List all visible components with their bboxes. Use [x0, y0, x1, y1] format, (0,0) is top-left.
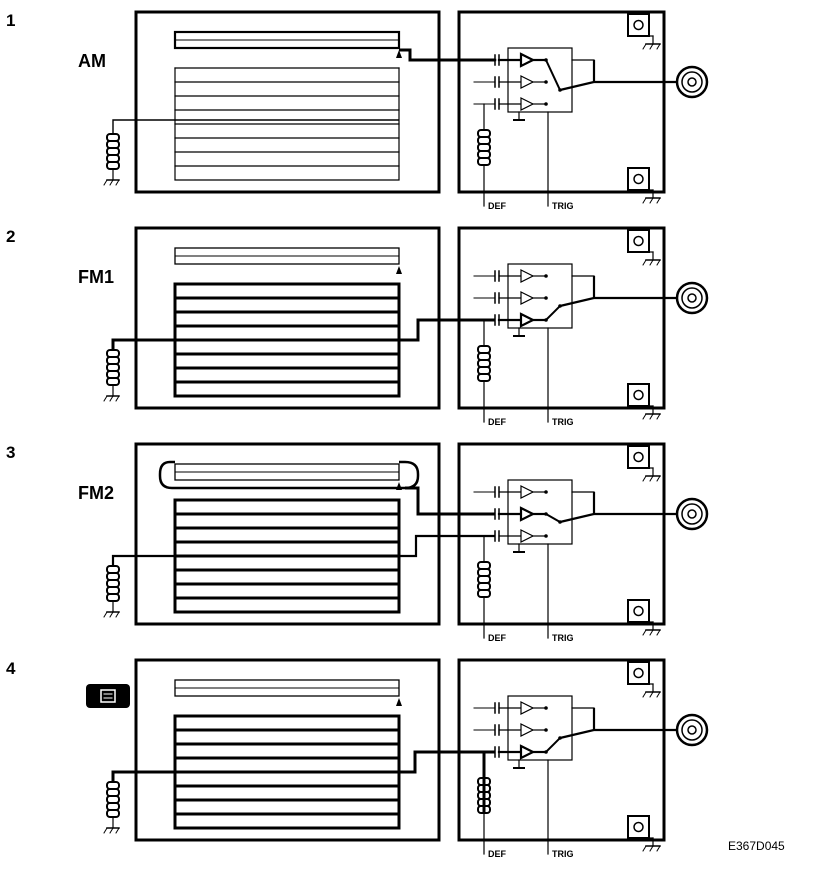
amp-triangle-icon [519, 744, 536, 760]
coax-connector-icon [675, 713, 709, 747]
amp-module [507, 263, 573, 329]
panel-1: 1AM DEF TRIG [6, 10, 709, 211]
amp-triangle-icon [520, 97, 535, 111]
signal-path [111, 318, 495, 350]
trig-label: TRIG [552, 633, 574, 643]
terminal-top [627, 445, 661, 482]
amplifier-unit: DEF TRIG [457, 442, 682, 643]
def-label: DEF [488, 633, 507, 643]
coax-connector-icon [675, 497, 709, 531]
choke-coil-icon [103, 565, 120, 618]
terminal-bottom [627, 383, 661, 420]
amp-triangle-icon [520, 723, 535, 737]
ground-icon [642, 467, 661, 482]
mode-label: AM [78, 51, 106, 71]
amp-triangle-icon [520, 529, 535, 543]
rear-window [134, 442, 441, 626]
coax-connector-icon [675, 65, 709, 99]
figure-code: E367D045 [728, 839, 785, 853]
rear-window [134, 658, 441, 842]
terminal-bottom [627, 815, 661, 852]
defogger-grid [174, 67, 400, 181]
choke-coil-icon [103, 133, 120, 186]
choke-coil-icon [103, 349, 120, 402]
amp-triangle-icon [519, 52, 536, 68]
ground-icon [642, 837, 661, 852]
terminal-top [627, 661, 661, 698]
ground-icon [642, 683, 661, 698]
signal-path [112, 48, 495, 134]
terminal-top [627, 13, 661, 50]
panel-number: 3 [6, 443, 15, 462]
amplifier-unit: DEF TRIG [457, 226, 682, 427]
amp-module [507, 695, 573, 761]
def-label: DEF [488, 201, 507, 211]
terminal-bottom [627, 167, 661, 204]
amp-triangle-icon [520, 291, 535, 305]
def-label: DEF [488, 417, 507, 427]
amp-module [507, 479, 573, 545]
ground-icon [642, 189, 661, 204]
panel-number: 1 [6, 11, 15, 30]
trig-label: TRIG [552, 849, 574, 859]
amp-triangle-icon [520, 485, 535, 499]
def-label: DEF [488, 849, 507, 859]
panel-number: 2 [6, 227, 15, 246]
amplifier-unit: DEF TRIG [457, 10, 682, 211]
amp-triangle-icon [519, 312, 536, 328]
ground-icon [642, 405, 661, 420]
amp-triangle-icon [519, 506, 536, 522]
amplifier-unit: DEF TRIG [457, 658, 682, 859]
mode-label: FM2 [78, 483, 114, 503]
signal-path [111, 750, 495, 813]
amp-triangle-icon [520, 75, 535, 89]
signal-path [111, 486, 495, 566]
rear-window [134, 10, 441, 194]
coax-connector-icon [675, 281, 709, 315]
ground-icon [642, 251, 661, 266]
mode-label: FM1 [78, 267, 114, 287]
defogger-grid [173, 714, 401, 830]
amp-triangle-icon [520, 701, 535, 715]
amp-triangle-icon [520, 269, 535, 283]
trig-label: TRIG [552, 417, 574, 427]
trig-label: TRIG [552, 201, 574, 211]
panel-number: 4 [6, 659, 16, 678]
ground-icon [642, 35, 661, 50]
terminal-bottom [627, 599, 661, 636]
tv-icon [86, 684, 130, 708]
fm2-loop [158, 460, 420, 490]
terminal-top [627, 229, 661, 266]
choke-coil-icon [103, 781, 120, 834]
ground-icon [642, 621, 661, 636]
rear-window [134, 226, 441, 410]
amp-module [507, 47, 573, 113]
